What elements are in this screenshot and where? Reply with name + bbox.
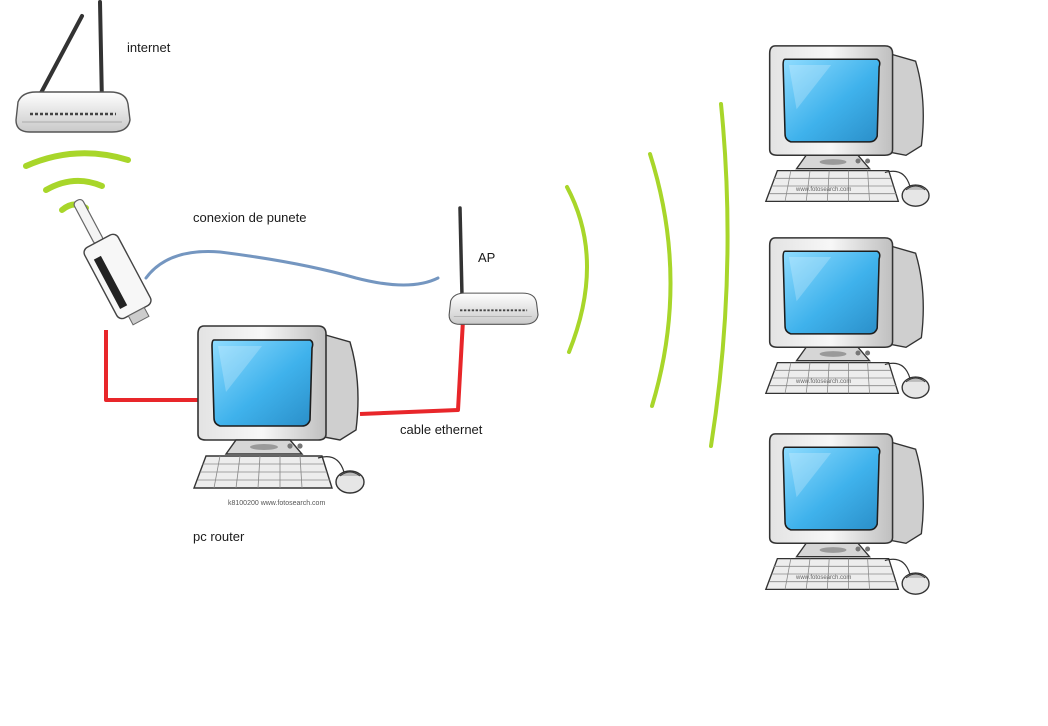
main-pc-watermark: k8100200 www.fotosearch.com — [228, 500, 326, 507]
bridge-connection-line — [144, 250, 440, 287]
internet-label: internet — [127, 40, 171, 55]
client-watermark: www.fotosearch.com — [796, 187, 852, 193]
client-computer-icon — [765, 237, 930, 399]
ethernet-cable-lines — [104, 319, 465, 416]
client-computer-icon — [765, 433, 930, 595]
ap-label: AP — [478, 250, 496, 265]
bridge-label: conexion de punete — [193, 210, 307, 225]
internet-router-icon — [14, 0, 132, 134]
pc-router-label: pc router — [193, 529, 245, 544]
access-point-icon — [448, 206, 539, 326]
usb-adapter-icon — [73, 198, 152, 326]
wireless-signal-waves — [565, 102, 730, 448]
client-computer-icon — [765, 45, 930, 207]
client-watermark: www.fotosearch.com — [796, 575, 852, 581]
cable-ethernet-label: cable ethernet — [400, 422, 483, 437]
pc-router-computer-icon — [193, 325, 365, 494]
client-watermark: www.fotosearch.com — [796, 379, 852, 385]
